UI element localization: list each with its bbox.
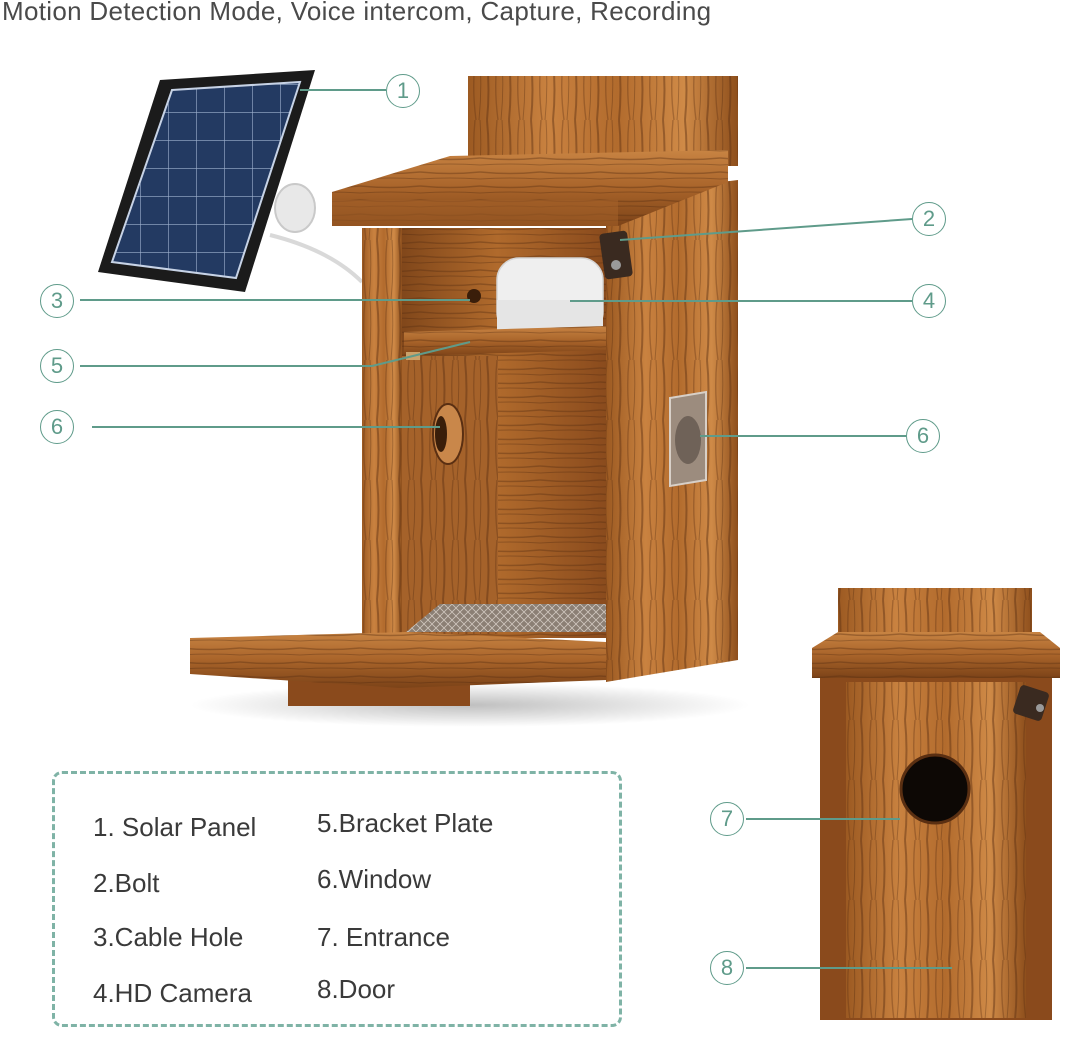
callout-1: 1 [386, 74, 420, 108]
solar-panel [98, 70, 364, 292]
legend-box: 1. Solar Panel 2.Bolt 3.Cable Hole 4.HD … [52, 771, 622, 1027]
main-birdhouse [190, 76, 738, 706]
bolt-bracket [599, 230, 633, 280]
feature-header: Motion Detection Mode, Voice intercom, C… [2, 0, 712, 26]
legend-item-hd-camera: 4.HD Camera [93, 978, 252, 1008]
callout-2: 2 [912, 202, 946, 236]
callout-7: 7 [710, 802, 744, 836]
mesh-floor [406, 604, 606, 632]
legend-item-door: 8.Door [317, 974, 396, 1004]
legend-item-window: 6.Window [317, 864, 432, 894]
legend-item-entrance: 7. Entrance [317, 922, 450, 952]
leader-lines [80, 89, 952, 969]
cable-hole [467, 289, 481, 303]
callout-3: 3 [40, 284, 74, 318]
callout-6-left: 6 [40, 410, 74, 444]
entrance-hole [899, 753, 971, 825]
callout-8: 8 [710, 951, 744, 985]
right-window [669, 390, 707, 488]
hd-camera [496, 257, 604, 335]
legend-item-bracket-plate: 5.Bracket Plate [317, 808, 494, 838]
callout-6-right: 6 [906, 419, 940, 453]
legend-item-cable-hole: 3.Cable Hole [93, 922, 244, 952]
legend-item-bolt: 2.Bolt [93, 868, 160, 898]
callout-4: 4 [912, 284, 946, 318]
legend-item-solar-panel: 1. Solar Panel [93, 812, 257, 842]
callout-5: 5 [40, 349, 74, 383]
birdhouse-front-view [812, 588, 1060, 1020]
